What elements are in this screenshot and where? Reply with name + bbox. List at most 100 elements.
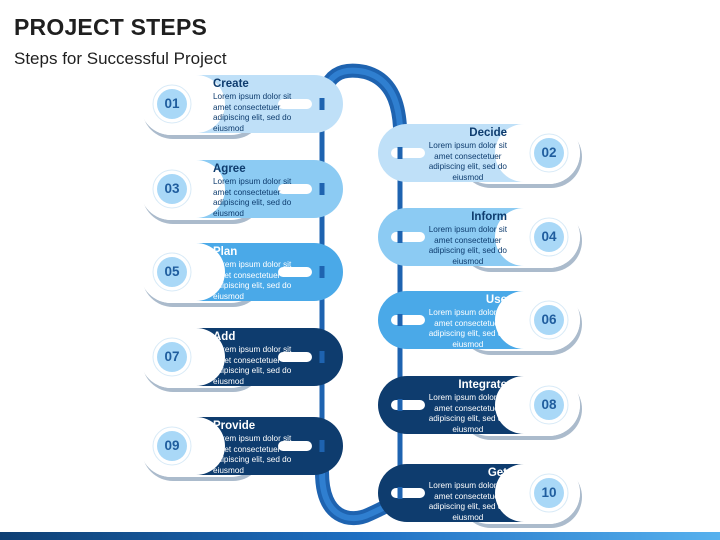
step-slot [391, 232, 425, 242]
step-description-line: eiusmod [452, 424, 484, 434]
step-slot [278, 184, 312, 194]
step-title: Decide [469, 127, 507, 139]
step-description-line: Lorem ipsum dolor sit [428, 225, 507, 234]
step-description-line: eiusmod [213, 465, 244, 475]
step-title: Inform [471, 211, 507, 223]
step-description-line: adipiscing elit, sed do [428, 414, 507, 424]
step-description-line: adipiscing elit, sed do [213, 198, 292, 208]
step-badge [157, 342, 187, 372]
step-badge [157, 174, 187, 204]
rod-pass [319, 440, 325, 452]
step-title: Plan [213, 246, 238, 258]
step-title: Get [487, 467, 507, 479]
step-body [196, 328, 343, 386]
step-number: 01 [164, 96, 180, 111]
step-body [378, 124, 524, 182]
step-slot [278, 352, 312, 362]
step-slot [391, 400, 425, 410]
step-badge [534, 222, 564, 252]
step-title: Integrate [458, 379, 507, 391]
step-badge [534, 390, 564, 420]
step-number: 03 [164, 181, 180, 196]
step-description-line: amet consectetuer [434, 318, 502, 328]
step-description-line: amet consectetuer [213, 355, 281, 365]
step-description-line: eiusmod [213, 123, 244, 133]
page-title: PROJECT STEPS [14, 14, 208, 40]
rod-pass [397, 147, 403, 159]
step-description-line: adipiscing elit, sed do [428, 502, 507, 512]
step-badge [534, 305, 564, 335]
step-badge [157, 257, 187, 287]
step-number: 09 [164, 438, 180, 453]
step-description-line: adipiscing elit, sed do [428, 162, 507, 172]
step-title: Agree [213, 163, 246, 175]
step-description-line: Lorem ipsum dolor sit [428, 481, 507, 490]
step-body [378, 376, 524, 434]
step-number: 08 [541, 397, 557, 412]
step-badge [534, 478, 564, 508]
step-number: 05 [164, 264, 180, 279]
step-slot [391, 315, 425, 325]
step-description-line: eiusmod [452, 512, 484, 522]
step-body [378, 291, 524, 349]
rod-pass [319, 183, 325, 195]
rod-pass [397, 231, 403, 243]
step-description-line: amet consectetuer [213, 270, 281, 280]
step-body [196, 160, 343, 218]
step-title: Add [213, 331, 236, 343]
step-number: 06 [541, 312, 557, 327]
step-body [196, 75, 343, 133]
step-description-line: adipiscing elit, sed do [213, 455, 292, 465]
step-description-line: eiusmod [452, 256, 484, 266]
step-description-line: amet consectetuer [434, 491, 502, 501]
step-body [378, 208, 524, 266]
step-body [378, 464, 524, 522]
step-description-line: adipiscing elit, sed do [213, 366, 292, 376]
step-number: 07 [164, 349, 180, 364]
rod-pass [319, 351, 325, 363]
step-slot [278, 99, 312, 109]
step-badge [534, 138, 564, 168]
step-description-line: amet consectetuer [213, 187, 281, 197]
step-description-line: eiusmod [452, 172, 484, 182]
step-description-line: eiusmod [213, 376, 244, 386]
step-description-line: Lorem ipsum dolor sit [428, 308, 507, 317]
step-description-line: adipiscing elit, sed do [428, 329, 507, 339]
step-description-line: Lorem ipsum dolor sit [213, 434, 292, 443]
step-description-line: Lorem ipsum dolor sit [213, 177, 292, 186]
step-description-line: Lorem ipsum dolor sit [213, 260, 292, 269]
bottom-accent-bar [0, 532, 720, 540]
step-description-line: adipiscing elit, sed do [213, 113, 292, 123]
step-body [196, 243, 343, 301]
step-description-line: amet consectetuer [434, 235, 502, 245]
step-description-line: Lorem ipsum dolor sit [213, 92, 292, 101]
rod-pass [319, 98, 325, 110]
step-slot [278, 267, 312, 277]
rod-pass [319, 266, 325, 278]
step-number: 04 [541, 229, 557, 244]
step-description-line: eiusmod [452, 339, 484, 349]
step-badge [157, 431, 187, 461]
step-description-line: Lorem ipsum dolor sit [428, 141, 507, 150]
rod-pass [397, 314, 403, 326]
step-description-line: Lorem ipsum dolor sit [428, 393, 507, 402]
step-body [196, 417, 343, 475]
step-slot [391, 148, 425, 158]
step-description-line: amet consectetuer [434, 403, 502, 413]
step-description-line: adipiscing elit, sed do [428, 246, 507, 256]
step-title: Create [213, 78, 249, 90]
step-description-line: Lorem ipsum dolor sit [213, 345, 292, 354]
step-description-line: eiusmod [213, 291, 244, 301]
step-description-line: eiusmod [213, 208, 244, 218]
page-subtitle: Steps for Successful Project [14, 49, 227, 68]
step-number: 02 [541, 145, 557, 160]
